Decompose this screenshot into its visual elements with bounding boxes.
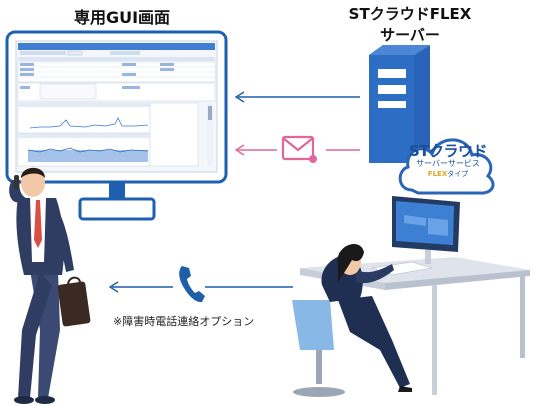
- badge-line2: サーバーサービス: [416, 159, 480, 168]
- phone-arrow: [108, 281, 293, 293]
- phone-icon: [179, 266, 205, 303]
- gui-screen-title: 専用GUI画面: [73, 8, 171, 27]
- operator-at-desk-icon: [292, 196, 530, 397]
- gui-screenshot: [17, 43, 216, 167]
- cloud-badge-icon: [398, 138, 495, 195]
- server-title-line1: STクラウドFLEX: [348, 5, 472, 23]
- server-icon: [369, 45, 430, 163]
- phone-option-note: ※障害時電話連絡オプション: [113, 315, 255, 328]
- server-title: STクラウドFLEX サーバー: [330, 4, 490, 46]
- badge-type-label: タイプ: [447, 170, 469, 178]
- mail-icon: [281, 135, 317, 163]
- mail-arrow: [234, 144, 360, 156]
- badge-line3: FLEXタイプ: [407, 170, 489, 179]
- badge-line1: STクラウド: [408, 142, 488, 160]
- badge-flex-label: FLEX: [427, 170, 448, 178]
- badge-text: STクラウド サーバーサービス FLEXタイプ: [407, 143, 489, 179]
- server-title-line2: サーバー: [380, 26, 440, 44]
- person-on-phone-icon: [9, 167, 91, 404]
- data-arrow: [234, 91, 360, 103]
